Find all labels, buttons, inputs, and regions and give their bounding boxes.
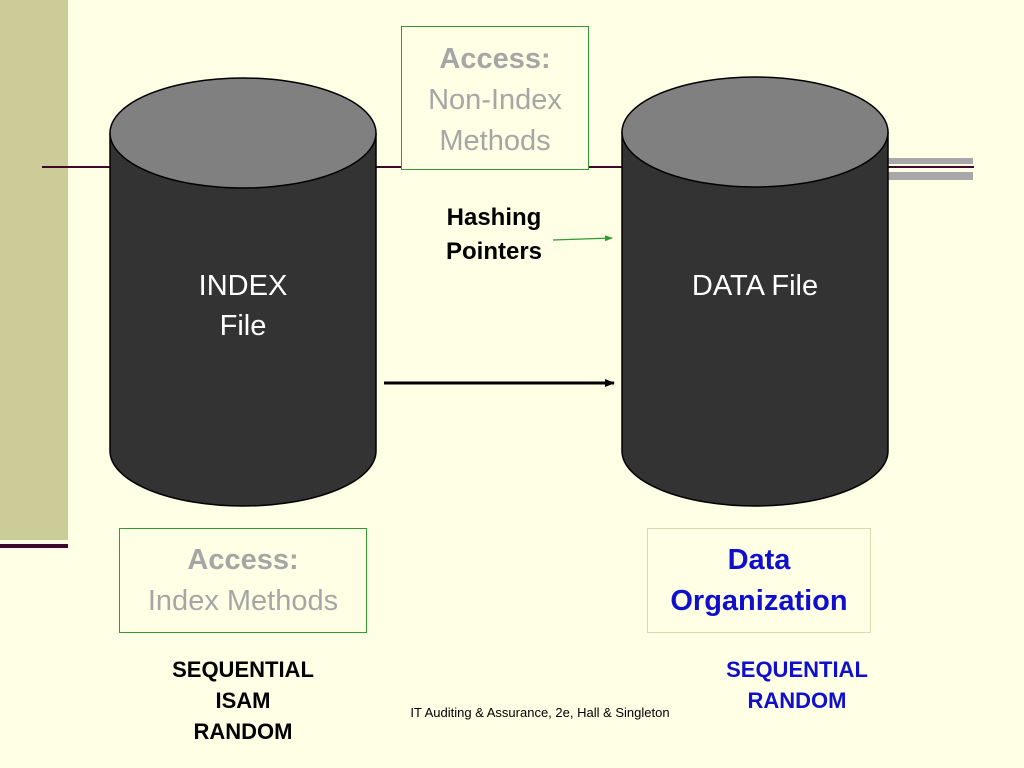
access-non-index-heading: Access: bbox=[439, 43, 551, 75]
hashing-pointers-label: Hashing Pointers bbox=[445, 204, 543, 265]
access-non-index-line1: Non-Index bbox=[428, 84, 562, 116]
footer-credit: IT Auditing & Assurance, 2e, Hall & Sing… bbox=[410, 705, 670, 720]
data-file-label: DATA File bbox=[691, 270, 819, 302]
data-organization-box: Data Organization bbox=[647, 528, 871, 633]
index-methods-item: RANDOM bbox=[193, 719, 293, 744]
left-accent-rule bbox=[0, 544, 68, 548]
data-org-item: SEQUENTIAL bbox=[726, 657, 868, 682]
access-non-index-line2: Methods bbox=[439, 125, 551, 157]
index-methods-list: SEQUENTIAL ISAM RANDOM bbox=[143, 654, 343, 747]
access-index-heading: Access: bbox=[187, 544, 299, 576]
access-index-line1: Index Methods bbox=[147, 585, 339, 617]
index-methods-item: ISAM bbox=[215, 688, 271, 713]
left-accent-bar bbox=[0, 0, 68, 540]
data-org-item: RANDOM bbox=[747, 688, 847, 713]
access-index-box: Access: Index Methods bbox=[119, 528, 367, 633]
data-organization-line1: Data bbox=[727, 544, 791, 576]
index-file-label: INDEX File bbox=[198, 270, 288, 342]
hashing-pointer-arrow bbox=[552, 235, 613, 242]
data-org-list: SEQUENTIAL RANDOM bbox=[687, 654, 907, 716]
access-non-index-box: Access: Non-Index Methods bbox=[401, 26, 589, 170]
right-accent-bar-bottom bbox=[888, 172, 973, 180]
index-file-cylinder bbox=[109, 77, 377, 507]
data-organization-line2: Organization bbox=[670, 585, 848, 617]
right-accent-bar-top bbox=[888, 158, 973, 164]
data-file-cylinder bbox=[621, 76, 889, 507]
index-methods-item: SEQUENTIAL bbox=[172, 657, 314, 682]
